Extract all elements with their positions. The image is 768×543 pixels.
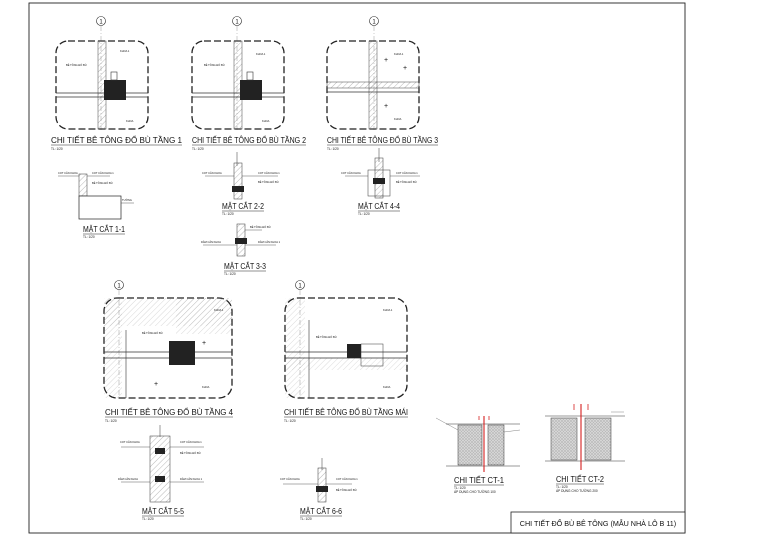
section-1-1: COT CĂN KHOA COT CĂN KHOA 1 BÊ TÔNG ĐỔ B… bbox=[58, 171, 134, 239]
section-label-top: BÊ TÔNG ĐỔ BÙ bbox=[250, 224, 271, 229]
axis-marker-label: 1 bbox=[99, 19, 103, 25]
section-label-right2: BÊ TÔNG ĐỔ BÙ bbox=[336, 487, 357, 492]
plan-tang-1: 1 KHOA 1 KHOA BÊ TÔNG ĐỔ BÙ CHI TIẾT BÊ … bbox=[51, 16, 182, 151]
detail-scale: TL: 1/20 bbox=[454, 486, 466, 490]
section-label-extra: TƯỜNG bbox=[122, 197, 132, 202]
plan-room-label: KHOA bbox=[126, 119, 134, 123]
section-label-right2: BÊ TÔNG ĐỔ BÙ bbox=[258, 179, 279, 184]
plan-tang-2: 1 KHOA 1 KHOA BÊ TÔNG ĐỔ BÙ CHI TIẾT BÊ … bbox=[191, 16, 306, 151]
plan-room-label: KHOA bbox=[202, 385, 210, 389]
section-label-right2: BÊ TÔNG ĐỔ BÙ bbox=[396, 179, 417, 184]
plan-scale: TL: 1/20 bbox=[105, 419, 117, 423]
section-3-3: DẦM CĂN KHOA DẦM CĂN KHOA 1 BÊ TÔNG ĐỔ B… bbox=[201, 223, 281, 276]
section-label-right2: BÊ TÔNG ĐỔ BÙ bbox=[92, 180, 113, 185]
plan-room-label: KHOA 1 bbox=[256, 52, 266, 56]
plan-title: CHI TIẾT BÊ TÔNG ĐỔ BÙ TẦNG 4 bbox=[105, 406, 233, 417]
section-label-right: COT CĂN KHOA 1 bbox=[92, 171, 114, 175]
section-label-left: COT CĂN KHOA bbox=[280, 477, 300, 481]
plan-scale: TL: 1/20 bbox=[327, 147, 339, 151]
section-label-right: COT CĂN KHOA 1 bbox=[336, 477, 358, 481]
detail-subtitle: ÁP DỤNG CHO TƯỜNG 200 bbox=[556, 488, 598, 493]
svg-text:+: + bbox=[202, 340, 206, 347]
section-scale: TL: 1/20 bbox=[142, 517, 154, 521]
section-label-bottom-left: DẦM CĂN KHOA bbox=[118, 477, 138, 481]
axis-marker-label: 1 bbox=[235, 19, 239, 25]
section-scale: TL: 1/20 bbox=[83, 235, 95, 239]
section-5-5: COT CĂN KHOA COT CĂN KHOA 1 BÊ TÔNG ĐỔ B… bbox=[118, 425, 204, 521]
plan-room-label: KHOA bbox=[394, 117, 402, 121]
plan-note: BÊ TÔNG ĐỔ BÙ bbox=[316, 334, 337, 339]
plan-title: CHI TIẾT BÊ TÔNG ĐỔ BÙ TẦNG MÁI bbox=[284, 406, 408, 417]
axis-marker-label: 1 bbox=[117, 283, 121, 289]
plan-tang-3: 1 + + + KHOA 1 KHOA CHI TIẾT BÊ TÔNG ĐỔ … bbox=[326, 16, 438, 151]
section-title: MẶT CẮT 2-2 bbox=[222, 201, 264, 211]
plan-title: CHI TIẾT BÊ TÔNG ĐỔ BÙ TẦNG 3 bbox=[327, 134, 438, 145]
detail-title: CHI TIẾT CT-2 bbox=[556, 474, 604, 484]
svg-text:+: + bbox=[154, 381, 158, 388]
plan-room-label: KHOA 1 bbox=[383, 308, 393, 312]
section-label-right: DẦM CĂN KHOA 1 bbox=[258, 240, 281, 244]
section-label-right: COT CĂN KHOA 1 bbox=[396, 171, 418, 175]
svg-text:+: + bbox=[403, 65, 407, 72]
axis-marker-label: 1 bbox=[298, 283, 302, 289]
axis-marker-label: 1 bbox=[372, 19, 376, 25]
plan-note: BÊ TÔNG ĐỔ BÙ bbox=[204, 62, 225, 67]
plan-note: BÊ TÔNG ĐỔ BÙ bbox=[66, 62, 87, 67]
plan-title: CHI TIẾT BÊ TÔNG ĐỔ BÙ TẦNG 1 bbox=[51, 134, 182, 145]
section-4-4: COT CĂN KHOA COT CĂN KHOA 1 BÊ TÔNG ĐỔ B… bbox=[341, 148, 420, 216]
section-label-left: COT CĂN KHOA bbox=[58, 171, 78, 175]
axis-marker bbox=[114, 280, 124, 290]
axis-marker bbox=[295, 280, 305, 290]
plan-room-label: KHOA 1 bbox=[394, 52, 404, 56]
section-2-2: COT CĂN KHOA COT CĂN KHOA 1 BÊ TÔNG ĐỔ B… bbox=[202, 152, 280, 216]
section-label-left: DẦM CĂN KHOA bbox=[201, 240, 221, 244]
plan-tang-4: 1 + + KHOA 1 KHOA BÊ TÔNG ĐỔ BÙ CHI TIẾT… bbox=[103, 280, 233, 423]
plan-room-label: KHOA 1 bbox=[214, 308, 224, 312]
axis-marker bbox=[232, 16, 242, 26]
section-title: MẶT CẮT 3-3 bbox=[224, 261, 266, 271]
plan-scale: TL: 1/20 bbox=[51, 147, 63, 151]
plan-scale: TL: 1/20 bbox=[192, 147, 204, 151]
section-scale: TL: 1/20 bbox=[300, 517, 312, 521]
title-block: CHI TIẾT ĐỔ BÙ BÊ TÔNG (MẪU NHÀ LÔ B 11) bbox=[510, 511, 686, 534]
section-scale: TL: 1/20 bbox=[222, 212, 234, 216]
svg-text:+: + bbox=[384, 103, 388, 110]
plan-scale: TL: 1/20 bbox=[284, 419, 296, 423]
section-label-left: COT CĂN KHOA bbox=[341, 171, 361, 175]
detail-subtitle: ÁP DỤNG CHO TƯỜNG 100 bbox=[454, 489, 496, 494]
sheet-title: CHI TIẾT ĐỔ BÙ BÊ TÔNG (MẪU NHÀ LÔ B 11) bbox=[520, 518, 676, 528]
plan-room-label: KHOA bbox=[262, 119, 270, 123]
section-label-bottom-right: DẦM CĂN KHOA 1 bbox=[180, 477, 203, 481]
section-title: MẶT CẮT 1-1 bbox=[83, 224, 125, 234]
plan-note: BÊ TÔNG ĐỔ BÙ bbox=[142, 330, 163, 335]
plan-title: CHI TIẾT BÊ TÔNG ĐỔ BÙ TẦNG 2 bbox=[192, 134, 306, 145]
section-title: MẶT CẮT 5-5 bbox=[142, 506, 184, 516]
plan-room-label: KHOA 1 bbox=[120, 49, 130, 53]
section-title: MẶT CẮT 4-4 bbox=[358, 201, 400, 211]
section-label-right: COT CĂN KHOA 1 bbox=[258, 171, 280, 175]
axis-marker bbox=[96, 16, 106, 26]
detail-title: CHI TIẾT CT-1 bbox=[454, 475, 504, 485]
detail-scale: TL: 1/20 bbox=[556, 485, 568, 489]
svg-text:+: + bbox=[384, 57, 388, 64]
section-label-right2: BÊ TÔNG ĐỔ BÙ bbox=[180, 450, 201, 455]
axis-marker bbox=[369, 16, 379, 26]
section-scale: TL: 1/20 bbox=[224, 272, 236, 276]
section-title: MẶT CẮT 6-6 bbox=[300, 506, 342, 516]
section-scale: TL: 1/20 bbox=[358, 212, 370, 216]
plan-room-label: KHOA bbox=[383, 385, 391, 389]
detail-ct-1: CHI TIẾT CT-1 TL: 1/20 ÁP DỤNG CHO TƯỜNG… bbox=[435, 416, 521, 494]
sheet-border bbox=[28, 2, 686, 534]
section-label-right: COT CĂN KHOA 1 bbox=[180, 440, 202, 444]
section-label-left: COT CĂN KHOA bbox=[120, 440, 140, 444]
section-label-left: COT CĂN KHOA bbox=[202, 171, 222, 175]
plan-tang-mai: 1 KHOA 1 KHOA BÊ TÔNG ĐỔ BÙ CHI TIẾT BÊ … bbox=[284, 280, 408, 423]
detail-ct-2: CHI TIẾT CT-2 TL: 1/20 ÁP DỤNG CHO TƯỜNG… bbox=[545, 404, 625, 493]
section-6-6: COT CĂN KHOA COT CĂN KHOA 1 BÊ TÔNG ĐỔ B… bbox=[280, 458, 358, 521]
